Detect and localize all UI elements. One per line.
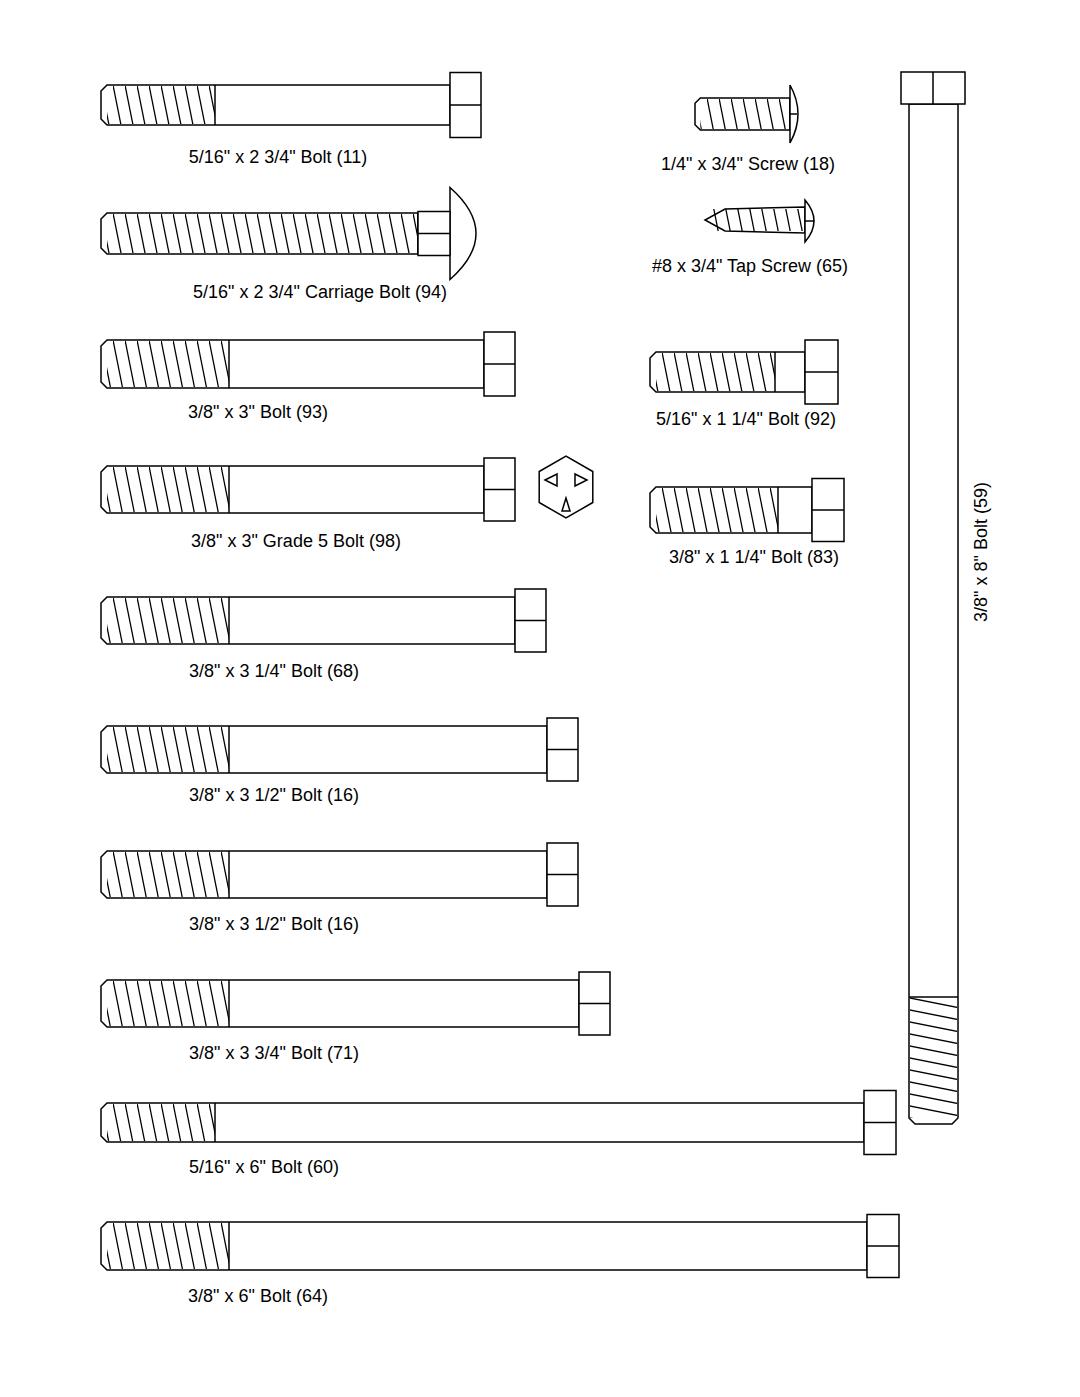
part-label: 3/8" x 8" Bolt (59) [971,482,993,622]
part-label: 3/8" x 3 1/2" Bolt (16) [189,914,359,936]
bolt-drawing [901,72,965,1124]
grade-mark-icon [539,456,593,518]
part-label: 3/8" x 3 3/4" Bolt (71) [189,1043,359,1065]
bolt-drawing [101,188,476,280]
bolt-drawing [101,458,515,521]
part-label: 3/8" x 3 1/4" Bolt (68) [189,661,359,683]
part-label: 5/16" x 1 1/4" Bolt (92) [656,409,836,431]
part-label: #8 x 3/4" Tap Screw (65) [652,256,848,278]
bolt-drawing [101,1091,896,1155]
bolt-drawing [695,85,798,143]
part-label: 3/8" x 3 1/2" Bolt (16) [189,785,359,807]
part-label: 3/8" x 3" Grade 5 Bolt (98) [191,531,401,553]
part-label: 5/16" x 6" Bolt (60) [189,1157,339,1179]
bolt-drawing [101,843,578,906]
bolt-drawing [101,1215,899,1278]
part-label: 5/16" x 2 3/4" Bolt (11) [189,147,368,169]
bolt-drawing [101,718,578,781]
part-label: 5/16" x 2 3/4" Carriage Bolt (94) [193,282,447,304]
part-label: 3/8" x 1 1/4" Bolt (83) [669,547,839,569]
bolt-drawing [650,479,844,542]
part-label: 1/4" x 3/4" Screw (18) [661,154,835,176]
bolt-drawing [101,332,515,396]
tap-screw-drawing [705,200,814,242]
bolt-drawing [101,589,546,652]
bolt-drawing [101,972,610,1035]
part-label: 3/8" x 3" Bolt (93) [188,402,328,424]
bolt-drawing [650,340,838,404]
part-label: 3/8" x 6" Bolt (64) [188,1286,328,1308]
bolt-drawing [101,73,481,138]
